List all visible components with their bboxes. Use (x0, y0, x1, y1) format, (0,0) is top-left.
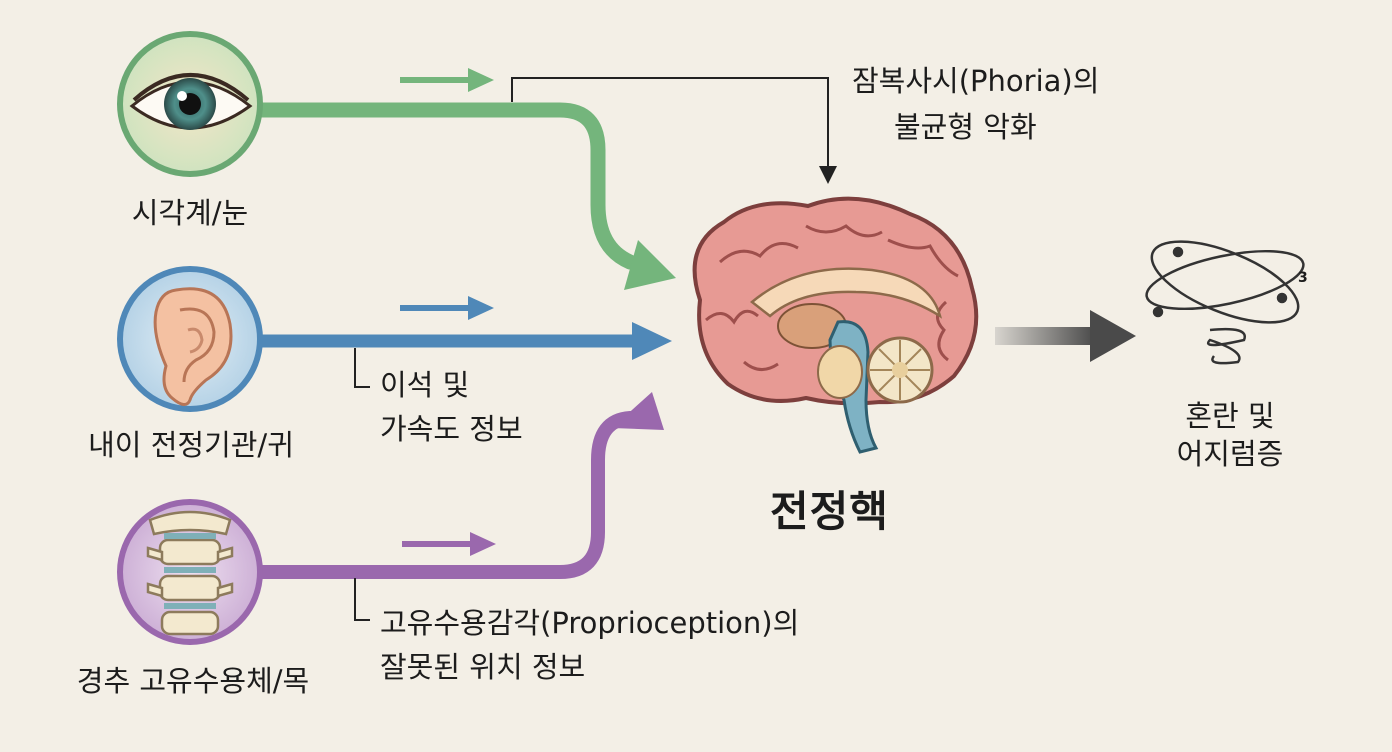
proprioception-annotation-line1: 고유수용감각(Proprioception)의 (380, 606, 800, 640)
inner-ear-annotation-bracket (354, 348, 370, 388)
phoria-annotation-arrowhead (819, 166, 837, 184)
ear-connector-arrowhead (632, 322, 672, 360)
eye-signal-arrow (400, 68, 494, 92)
inner-ear-annotation-line1: 이석 및 (380, 368, 470, 402)
outcome-line2: 어지럼증 (1176, 436, 1284, 471)
phoria-annotation-line1: 잠복사시(Phoria)의 (852, 64, 1100, 98)
spine-signal-arrow (402, 532, 496, 556)
spine-label: 경추 고유수용체/목 (76, 664, 310, 698)
outcome-mark: 3 (1298, 270, 1308, 286)
vestibular-nucleus-label: 전정핵 (770, 487, 889, 536)
inner-ear-annotation-line2: 가속도 정보 (380, 412, 523, 446)
spine-connector-arrowhead (612, 392, 664, 430)
eye-connector-arrowhead (624, 240, 676, 290)
spine-connector (255, 411, 637, 579)
proprioception-annotation-bracket (354, 578, 370, 621)
dizziness-swirl-icon (1145, 240, 1305, 365)
ear-label: 내이 전정기관/귀 (88, 428, 294, 462)
outcome-line1: 혼란 및 (1185, 399, 1275, 433)
spine-icon (117, 499, 263, 645)
phoria-annotation-line2: 불균형 악화 (894, 110, 1037, 144)
eye-icon (117, 31, 263, 177)
ear-icon (117, 266, 263, 412)
eye-connector (254, 102, 638, 270)
eye-label: 시각계/눈 (131, 196, 249, 230)
ear-signal-arrow (400, 296, 494, 320)
proprioception-annotation-line2: 잘못된 위치 정보 (380, 650, 586, 684)
outcome-label: 혼란 및 어지럼증 (1150, 398, 1310, 473)
phoria-annotation-line (511, 77, 829, 168)
brain-icon (692, 196, 979, 454)
output-arrow-shaft (995, 327, 1095, 345)
output-arrow-head (1090, 310, 1136, 362)
